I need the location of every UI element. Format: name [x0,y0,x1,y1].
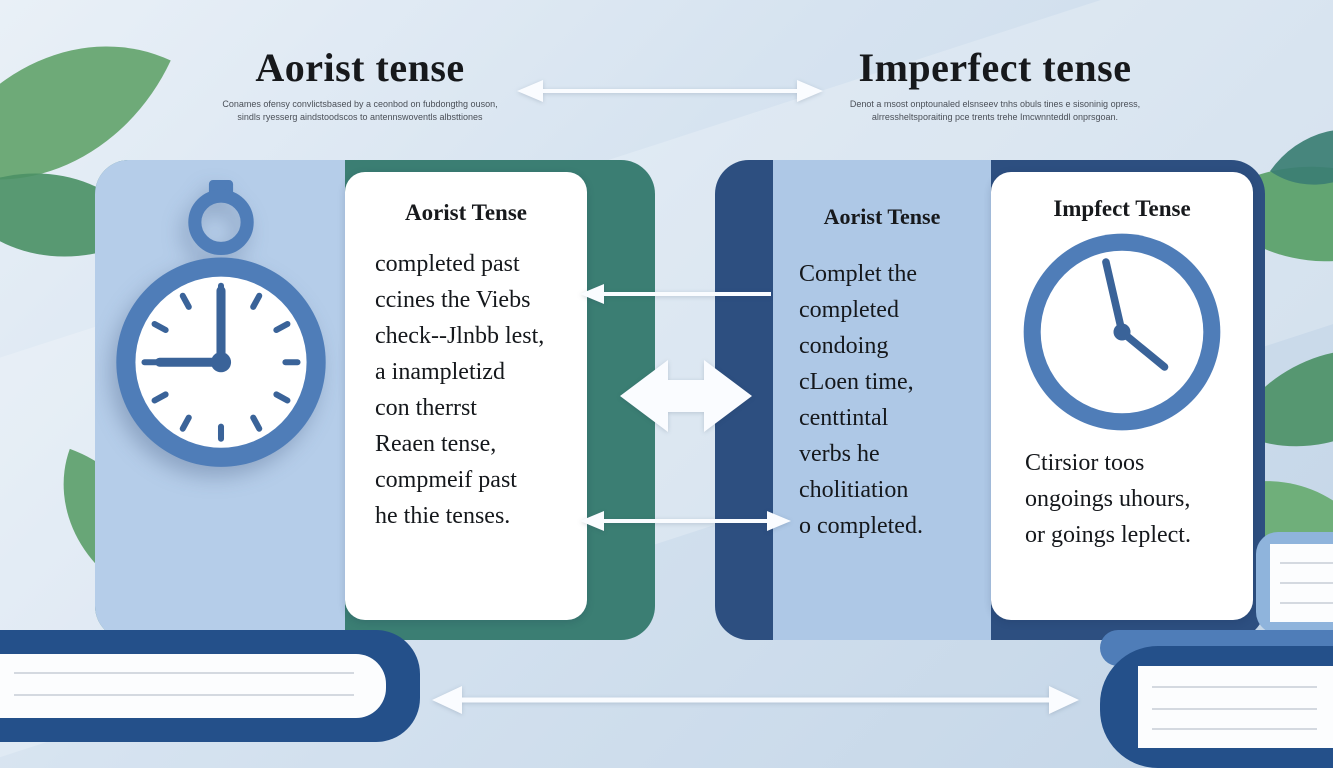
text-line: o completed. [799,513,923,539]
text-line: condoing [799,333,889,359]
wall-clock-wrap [991,228,1253,441]
wall-clock-icon [1023,233,1221,431]
stopwatch-area [95,160,345,640]
aorist-card-text: completed past ccines the Viebs check--J… [345,246,587,534]
text-line: compmeif past [375,467,517,493]
right-header-subtitle: Denot a msost onptounaled elsnseev tnhs … [765,98,1225,124]
imperfect-panel: Aorist Tense Complet the completed condo… [715,160,1265,640]
right-subtitle-line1: Denot a msost onptounaled elsnseev tnhs … [849,99,1141,109]
bottom-double-arrow-icon [432,686,1079,714]
book-pages [0,654,386,718]
imperfect-inner-column: Aorist Tense Complet the completed condo… [773,160,991,640]
left-arrow-icon [580,284,771,304]
inner-column-title: Aorist Tense [823,204,941,229]
imperfect-card-title: Impfect Tense [1053,196,1191,221]
inner-column-text: Complet the completed condoing cLoen tim… [773,256,991,544]
text-line: cholitiation [799,477,909,503]
right-subtitle-line2: alrressheltsporaiting pce trents trehe I… [871,112,1119,122]
text-line: ccines the Viebs [375,287,531,313]
text-line: completed [799,297,899,323]
book-illustration [0,630,420,742]
top-double-arrow-icon [517,80,823,102]
text-line: check--Jlnbb lest, [375,323,545,349]
aorist-card-title: Aorist Tense [404,200,528,225]
text-line: or goings leplect. [1025,522,1191,548]
left-subtitle-line1: Conames ofensy convlictsbased by a ceonb… [222,99,498,109]
text-line: con therrst [375,395,477,421]
text-line: a inampletizd [375,359,505,385]
text-line: Complet the [799,261,917,287]
text-line: Ctirsior toos [1025,450,1145,476]
stopwatch-icon [116,180,326,467]
book-pages [1270,544,1333,622]
text-line: he thie tenses. [375,503,511,529]
text-line: centtintal [799,405,889,431]
book-pages [1138,666,1333,748]
mid-double-arrow-icon [580,511,791,531]
text-line: Reaen tense, [375,431,497,457]
aorist-panel: Aorist Tense completed past ccines the V… [95,160,655,640]
imperfect-card: Impfect Tense Ctirsior toos ongoings uho… [991,172,1253,620]
text-line: completed past [375,251,520,277]
bold-double-arrow-icon [620,360,752,432]
left-header-subtitle: Conames ofensy convlictsbased by a ceonb… [130,98,590,124]
left-header-title: Aorist tense [255,45,465,90]
book-illustration [1100,646,1333,768]
text-line: cLoen time, [799,369,914,395]
text-line: verbs he [799,441,880,467]
text-line: ongoings uhours, [1025,486,1191,512]
right-header-title: Imperfect tense [858,45,1132,90]
aorist-card: Aorist Tense completed past ccines the V… [345,172,587,620]
left-subtitle-line2: sindls ryesserg aindstoodscos to antenns… [237,112,483,122]
book-illustration [1256,532,1333,634]
imperfect-card-text: Ctirsior toos ongoings uhours, or goings… [991,445,1253,553]
